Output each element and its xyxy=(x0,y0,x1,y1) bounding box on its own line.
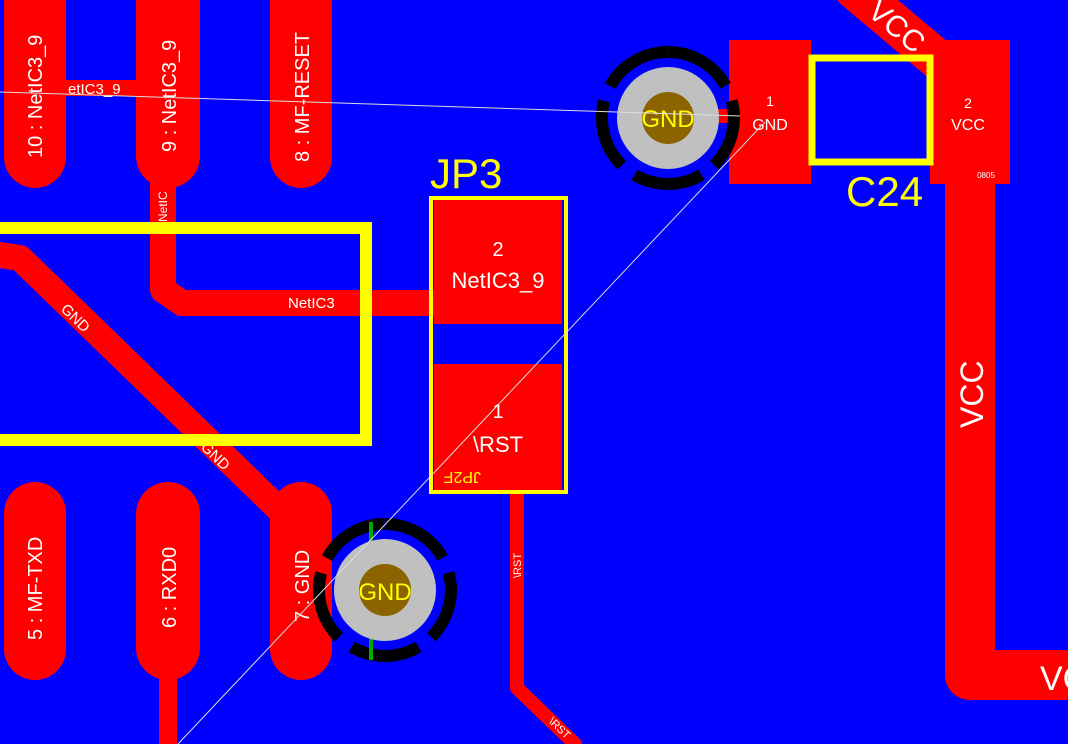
ratsnest-line-top xyxy=(0,91,741,117)
via-bottom[interactable]: GND xyxy=(313,518,457,662)
pad-7-label: 7 : GND xyxy=(292,550,314,622)
via-top-thermal-relief xyxy=(596,46,740,190)
c24-designator: C24 xyxy=(846,168,923,215)
pad-8[interactable] xyxy=(270,0,332,188)
pad-6[interactable] xyxy=(136,482,200,680)
trace-labels: etIC3_9 NetIC3 NetIC GND GND VCC VCC VC … xyxy=(57,0,1068,742)
pad-5[interactable] xyxy=(4,482,66,680)
trace-label-ic3-9-b: NetIC3 xyxy=(288,295,335,312)
trace-label-rst-a: \RST xyxy=(512,553,524,578)
pad-9-label: 9 : NetIC3_9 xyxy=(159,40,181,152)
jp3-mirrored-label: JP2F xyxy=(443,468,481,485)
via-top[interactable]: GND xyxy=(596,46,740,190)
ic-silkscreen-outline xyxy=(0,222,372,446)
c24-body-outline xyxy=(808,54,934,166)
c24-pad-1-number: 1 xyxy=(766,93,774,109)
via-top-drill xyxy=(642,92,694,144)
c24-component[interactable]: C24 1 GND 2 VCC 0805 xyxy=(729,40,1010,215)
jp3-pad-1-net: \RST xyxy=(473,432,523,457)
pad-9[interactable] xyxy=(136,0,200,188)
jp3-pad-1-number: 1 xyxy=(492,401,503,423)
pad-5-label: 5 : MF-TXD xyxy=(25,537,47,640)
trace-ic3-9-jp3[interactable] xyxy=(150,137,451,316)
c24-pad-2[interactable] xyxy=(930,40,1010,184)
pad-6-label: 6 : RXD0 xyxy=(159,547,181,628)
trace-label-ic3-9-c: NetIC xyxy=(156,191,170,222)
trace-vcc-right[interactable] xyxy=(945,75,1068,700)
c24-pad-2-number: 2 xyxy=(964,95,972,111)
trace-label-vcc-right: VCC xyxy=(954,360,990,428)
jp3-component[interactable]: JP3 2 NetIC3_9 1 \RST JP2F xyxy=(429,150,568,494)
c24-footprint-label: 0805 xyxy=(977,171,995,180)
via-bottom-drill xyxy=(359,564,411,616)
trace-rst[interactable] xyxy=(510,485,582,744)
jp3-pad-2-net: NetIC3_9 xyxy=(452,268,545,293)
jp3-pad-2[interactable] xyxy=(434,200,562,324)
via-bottom-thermal-relief xyxy=(313,518,457,662)
c24-pad-2-net: VCC xyxy=(951,117,985,134)
trace-label-vcc-bottom: VC xyxy=(1040,660,1068,698)
ratsnest-line-diagonal xyxy=(177,121,766,744)
pad-10-label: 10 : NetIC3_9 xyxy=(25,35,47,158)
c24-pad-1[interactable] xyxy=(729,40,811,184)
trace-label-ic3-9-a: etIC3_9 xyxy=(68,81,121,98)
jp3-pad-2-number: 2 xyxy=(492,239,503,261)
jp3-designator: JP3 xyxy=(430,150,502,197)
pad-labels: 10 : NetIC3_9 9 : NetIC3_9 8 : MF-RESET … xyxy=(25,32,314,640)
ratsnest xyxy=(0,91,766,744)
jp3-outline xyxy=(429,196,568,494)
jp3-pad-1[interactable] xyxy=(434,364,562,490)
c24-pad-1-net: GND xyxy=(752,117,788,134)
via-top-label: GND xyxy=(641,106,694,133)
pad-8-label: 8 : MF-RESET xyxy=(292,32,314,162)
pad-10[interactable] xyxy=(4,0,66,188)
via-bottom-label: GND xyxy=(358,579,411,606)
